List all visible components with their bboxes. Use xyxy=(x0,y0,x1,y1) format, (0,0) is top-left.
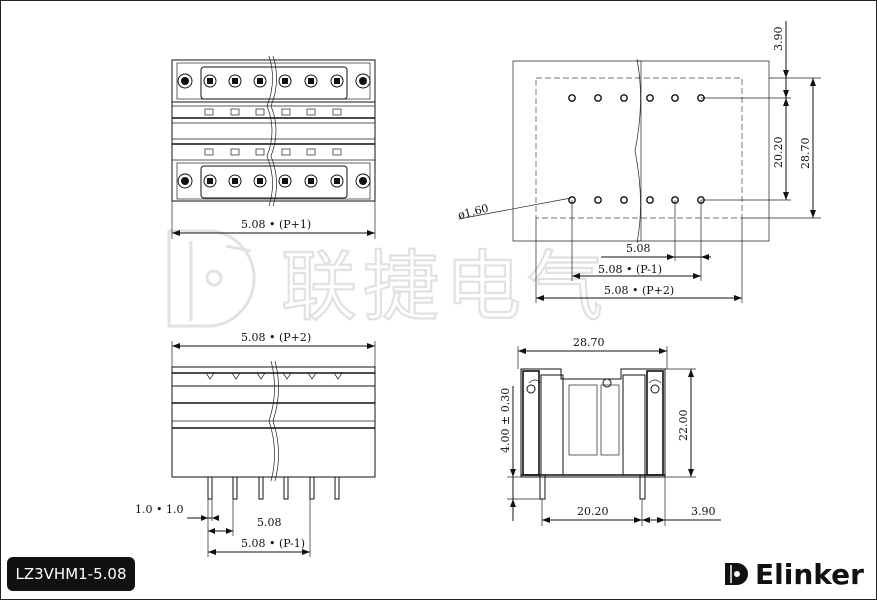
top-offset-dim: 3.90 xyxy=(772,27,785,52)
upper-holes xyxy=(568,94,705,102)
upper-terminals xyxy=(200,66,348,100)
pcb-layout-view: ø1.60 3.90 20.20 28.70 5.08 5.08 • (P-1)… xyxy=(457,21,821,303)
hole-diameter-dim: ø1.60 xyxy=(457,202,490,222)
pitch-p-plus-2-dim: 5.08 • (P+2) xyxy=(604,284,674,297)
pin-offset-dim: 1.0 • 1.0 xyxy=(135,503,183,516)
model-badge: LZ3VHM1-5.08 xyxy=(7,557,135,591)
front-pins xyxy=(207,476,340,500)
pitch-p-minus-1-dim: 5.08 • (P-1) xyxy=(598,263,662,276)
front-notches xyxy=(205,372,343,380)
pin-length-dim: 4.00 ± 0.30 xyxy=(499,388,512,453)
front-width-dim: 5.08 • (P+2) xyxy=(241,331,311,344)
side-offset-dim: 3.90 xyxy=(691,505,716,518)
side-pin-spacing-dim: 20.20 xyxy=(577,505,609,518)
brand-logo-icon xyxy=(725,563,748,585)
brand-logo: Elinker xyxy=(723,555,864,593)
brand-name: Elinker xyxy=(755,557,864,591)
side-width-dim: 28.70 xyxy=(573,336,605,349)
watermark: 联捷电气 xyxy=(167,229,609,332)
side-height-dim: 22.00 xyxy=(677,410,690,442)
watermark-company-text: 联捷电气 xyxy=(281,242,609,331)
top-view-width-dim: 5.08 • (P+1) xyxy=(241,218,311,231)
lower-holes xyxy=(568,196,705,204)
side-view: 28.70 4.00 ± 0.30 22.00 20.20 xyxy=(499,336,721,526)
top-view: 5.08 • (P+1) xyxy=(171,55,376,239)
pitch-dim: 5.08 xyxy=(626,242,651,255)
watermark-logo-icon xyxy=(167,229,256,328)
front-pitch-dim: 5.08 xyxy=(257,516,282,529)
front-view: 5.08 • (P+2) 1.0 • 1.0 5.08 xyxy=(135,331,376,557)
upper-slots xyxy=(204,108,342,116)
lower-terminals xyxy=(200,165,348,199)
front-pitch-p-minus-1-dim: 5.08 • (P-1) xyxy=(241,537,305,550)
row-spacing-dim: 20.20 xyxy=(772,137,785,169)
overall-height-dim: 28.70 xyxy=(799,138,812,170)
lower-slots xyxy=(204,148,342,156)
